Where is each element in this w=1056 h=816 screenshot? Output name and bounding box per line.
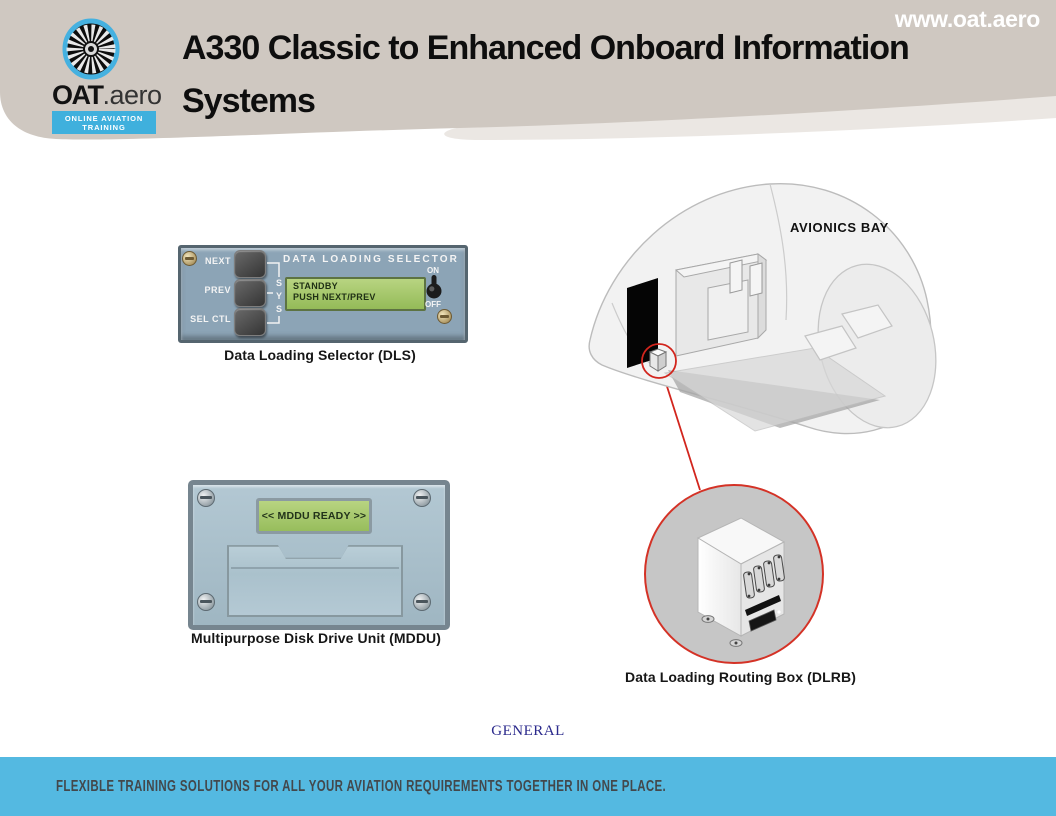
connector-pins [747, 555, 781, 598]
feet [701, 615, 743, 647]
dls-prev-label: PREV [204, 285, 231, 295]
bottom-connector [748, 609, 777, 632]
toggle-off-label: OFF [425, 300, 441, 309]
website-url: www.oat.aero [894, 6, 1040, 32]
screw-icon [197, 593, 215, 611]
page-title: A330 Classic to Enhanced Onboard Informa… [182, 22, 1042, 128]
screw-icon [413, 593, 431, 611]
dls-selctl-label: SEL CTL [190, 314, 231, 324]
avionics-bay-label: AVIONICS BAY [790, 220, 889, 235]
connector-sockets [743, 554, 785, 599]
structure-panel [804, 325, 857, 361]
floor [663, 347, 887, 432]
brand-wordmark: OAT.aero [52, 80, 163, 110]
header-swoosh [0, 0, 1056, 140]
sys-bracket: S Y S [267, 262, 282, 324]
brand-aero: .aero [102, 80, 163, 110]
structure-panel [841, 304, 893, 339]
disk-slot [229, 546, 401, 615]
vent-strip [745, 595, 781, 616]
section-label: GENERAL [491, 723, 565, 739]
brand-tagline: ONLINE AVIATION TRAINING [52, 111, 156, 134]
screw-icon [413, 489, 431, 507]
dls-lcd-line1: STANDBY [293, 281, 338, 291]
brand-oat: OAT [52, 80, 104, 110]
page-title-line1: A330 Classic to Enhanced Onboard Informa… [182, 29, 910, 67]
toggle-on-label: ON [427, 266, 439, 275]
oat-logo: OAT.aero ONLINE AVIATION TRAINING [52, 18, 162, 134]
red-highlight-circle [641, 343, 677, 379]
dls-panel-title: DATA LOADING SELECTOR [283, 254, 459, 265]
dls-lcd-line2: PUSH NEXT/PREV [293, 292, 376, 302]
sys-letter: Y [276, 291, 282, 301]
screw-icon [437, 309, 452, 324]
dls-lcd-display: STANDBY PUSH NEXT/PREV [285, 277, 426, 311]
dlrb-caption: Data Loading Routing Box (DLRB) [625, 669, 856, 685]
equipment-unit [749, 262, 763, 297]
dls-next-label: NEXT [204, 256, 231, 266]
dls-caption: Data Loading Selector (DLS) [224, 347, 416, 363]
dls-next-button-graphic [234, 250, 266, 278]
header-background [0, 0, 1056, 140]
panel-line [769, 183, 788, 321]
toggle-switch-icon [426, 275, 442, 299]
mddu-lcd-display: << MDDU READY >> [256, 498, 372, 534]
screw-icon [182, 251, 197, 266]
equipment-unit [729, 259, 743, 294]
dlrb-mini-box-right [657, 351, 667, 372]
dlrb-box-illustration [696, 517, 786, 647]
page-title-line2: Systems [182, 82, 316, 120]
sys-letter: S [276, 304, 282, 314]
mddu-panel-illustration: << MDDU READY >> [188, 480, 450, 630]
disk-slot-seam [231, 567, 399, 569]
sys-letter: S [276, 278, 282, 288]
dls-panel-illustration: NEXT PREV SEL CTL S Y S DATA LOADING SEL… [178, 245, 468, 343]
screw-icon [197, 489, 215, 507]
footer-banner: FLEXIBLE TRAINING SOLUTIONS FOR ALL YOUR… [0, 757, 1056, 816]
dls-prev-button-graphic [234, 279, 266, 307]
footer-banner-text: FLEXIBLE TRAINING SOLUTIONS FOR ALL YOUR… [56, 777, 667, 795]
mddu-caption: Multipurpose Disk Drive Unit (MDDU) [190, 630, 442, 646]
turbine-icon [62, 18, 120, 80]
dlrb-zoom-circle [644, 484, 824, 664]
indicator-dot [777, 610, 781, 614]
avionics-bay-illustration [588, 183, 937, 435]
dls-selctl-button-graphic [234, 308, 266, 336]
